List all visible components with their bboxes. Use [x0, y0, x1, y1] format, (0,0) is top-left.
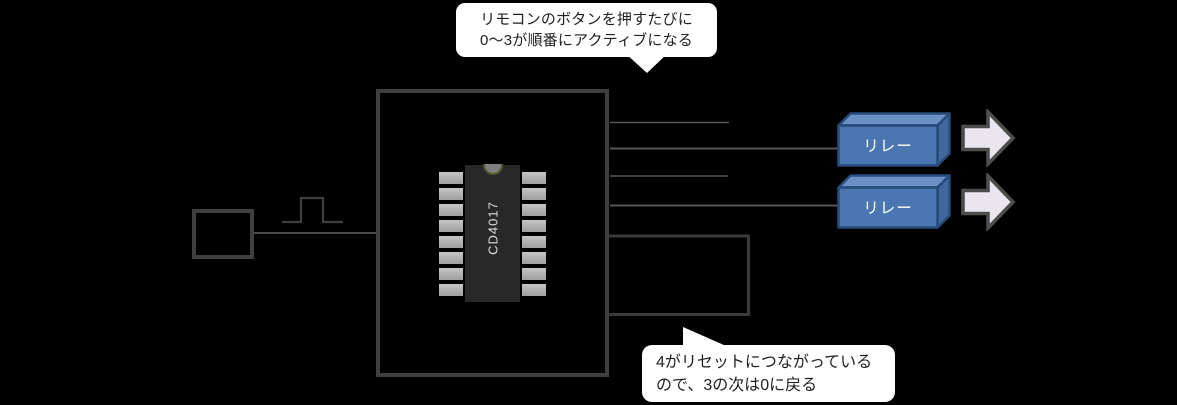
relay-box-2: リレー: [836, 172, 953, 230]
ic-pin: [439, 268, 463, 280]
relay-top-face: [837, 112, 951, 127]
bottom-callout-tail-icon: [683, 327, 733, 349]
ic-pin: [439, 252, 463, 264]
bottom-callout: 4がリセットにつながっている ので、3の次は0に戻る: [642, 345, 895, 402]
input-box: [192, 209, 254, 259]
ic-pin: [439, 172, 463, 184]
top-callout-line1: リモコンのボタンを押すたびに: [480, 11, 693, 28]
bottom-callout-line2: ので、3の次は0に戻る: [656, 377, 818, 394]
ic-pin: [522, 284, 546, 296]
ic-pin: [522, 236, 546, 248]
output-arrow-icon-1: [960, 107, 1016, 172]
top-callout-tail-icon: [625, 53, 668, 73]
relay-top-face: [837, 174, 951, 189]
relay-label: リレー: [863, 138, 913, 155]
top-callout: リモコンのボタンを押すたびに 0〜3が順番にアクティブになる: [456, 3, 717, 57]
ic-pin: [439, 204, 463, 216]
relay-label: リレー: [863, 200, 913, 217]
output-arrow-icon-2: [960, 171, 1016, 236]
ic-pins-right: [522, 172, 546, 296]
ic-pin: [522, 204, 546, 216]
relay-front-face: [837, 186, 939, 229]
ic-pin: [522, 252, 546, 264]
ic-pin: [522, 220, 546, 232]
relay-box-1: リレー: [836, 110, 953, 168]
ic-pins-left: [439, 172, 463, 296]
ic-pin: [439, 220, 463, 232]
ic-pin: [522, 188, 546, 200]
controller-box: [376, 89, 609, 377]
reset-loop-wire: [609, 234, 750, 316]
relay-front-face: [837, 124, 939, 167]
ic-pin: [439, 236, 463, 248]
ic-label: CD4017: [485, 201, 500, 255]
pulse-icon: [282, 196, 343, 224]
ic-chip: CD4017: [465, 164, 520, 302]
ic-notch-icon: [482, 164, 503, 175]
bottom-callout-line1: 4がリセットにつながっている: [656, 354, 873, 371]
ic-pin: [439, 284, 463, 296]
ic-pin: [522, 172, 546, 184]
ic-pin: [439, 188, 463, 200]
ic-pin: [522, 268, 546, 280]
top-callout-line2: 0〜3が順番にアクティブになる: [479, 32, 694, 49]
